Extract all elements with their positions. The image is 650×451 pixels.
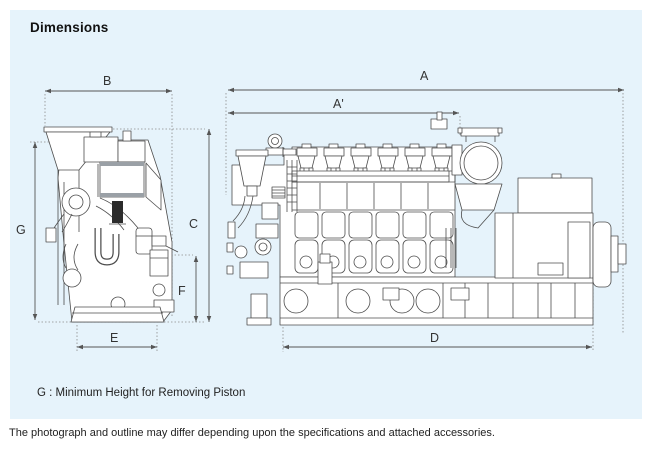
g-dimension-note: G : Minimum Height for Removing Piston [37,387,246,399]
label-A: A [420,69,429,83]
label-A-prime: A' [333,97,344,111]
front-view-base [70,306,165,323]
turbocharger [430,111,503,301]
panel-title: Dimensions [30,20,109,35]
label-C: C [189,217,198,231]
crankcase-doors [294,211,454,274]
engine-front-end [226,133,298,326]
exhaust-hood-flange [43,126,113,133]
dimension-lines [32,87,624,350]
label-G: G [16,223,26,237]
label-E: E [110,331,118,345]
dimension-labels: B A A' C G F E D [16,69,439,345]
engine-front-view [43,126,179,323]
footer-caption: The photograph and outline may differ de… [9,427,495,439]
air-cooler-box [99,161,145,198]
label-B: B [103,74,111,88]
label-D: D [430,331,439,345]
label-F: F [178,284,186,298]
engine-side-view [226,111,627,326]
generator [494,173,627,288]
cylinder-heads [296,143,453,174]
